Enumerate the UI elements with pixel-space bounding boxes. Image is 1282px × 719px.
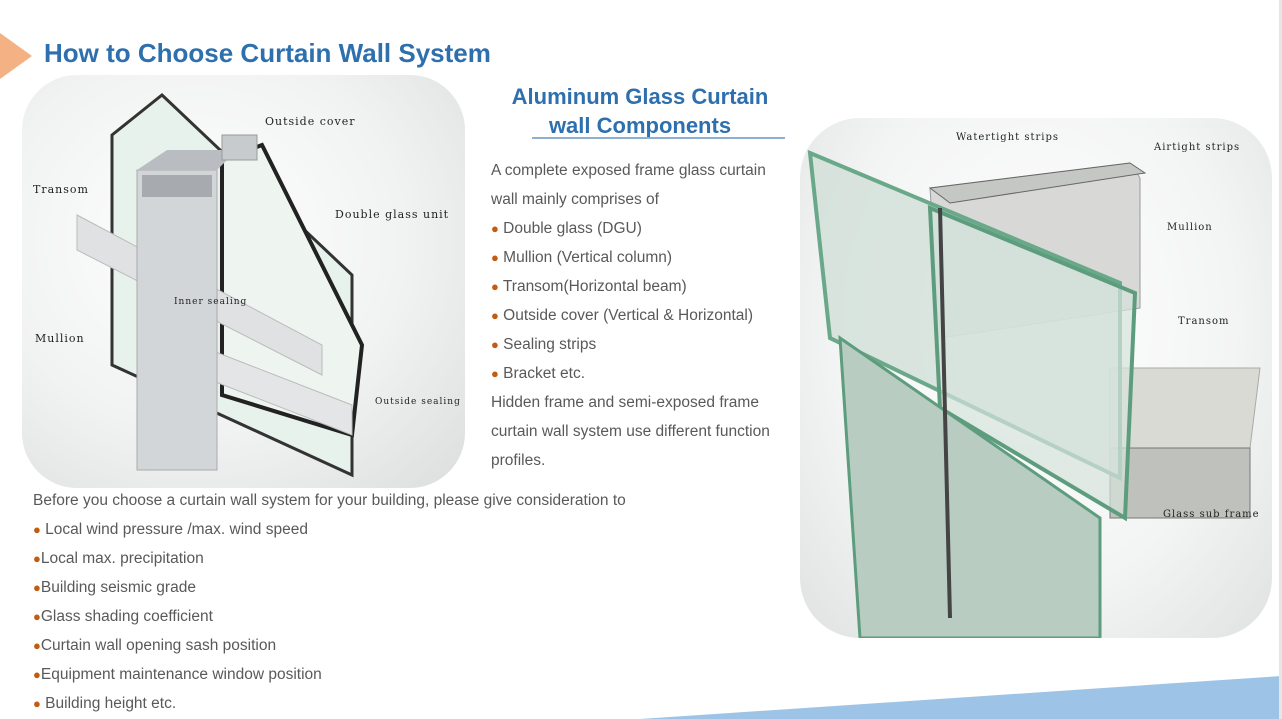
list-item: ●Curtain wall opening sash position [33,637,277,654]
components-heading: Aluminum Glass Curtain wall Components [490,82,790,140]
list-item: ● Mullion (Vertical column) [491,249,673,266]
list-item: ●Glass shading coefficient [33,608,213,625]
bullet-icon: ● [491,250,499,265]
list-item: ● Transom(Horizontal beam) [491,278,687,295]
label-airtight-strips: Airtight strips [1154,142,1241,153]
slide-edge [1279,0,1282,719]
list-item: ●Local max. precipitation [33,550,204,567]
title-arrow-decoration [0,33,32,79]
label-transom: Transom [1178,316,1230,327]
label-outside-cover: Outside cover [265,115,356,128]
bullet-icon: ● [33,696,41,711]
list-item: ●Equipment maintenance window position [33,666,322,683]
components-intro-line2: wall mainly comprises of [491,191,659,208]
curtain-wall-illustration [807,149,1261,638]
components-outro-line1: Hidden frame and semi-exposed frame [491,394,759,411]
list-item: ● Outside cover (Vertical & Horizontal) [491,307,753,324]
components-heading-line2: wall Components [548,113,732,138]
bullet-icon: ● [491,308,499,323]
bullet-icon: ● [491,279,499,294]
label-inner-sealing: Inner sealing [174,297,248,307]
components-outro-line3: profiles. [491,452,546,469]
heading-underline [532,137,785,139]
bullet-icon: ● [33,667,41,682]
curtain-wall-diagram-right: Watertight strips Airtight strips Mullio… [800,118,1272,638]
considerations-intro: Before you choose a curtain wall system … [33,492,626,509]
list-item: ● Building height etc. [33,695,177,712]
page-title: How to Choose Curtain Wall System [44,38,491,68]
components-list: A complete exposed frame glass curtain w… [491,156,770,475]
list-item: ● Double glass (DGU) [491,220,642,237]
label-mullion: Mullion [35,332,85,345]
bullet-icon: ● [491,221,499,236]
label-mullion: Mullion [1167,222,1213,233]
curtain-wall-diagram-left: Outside cover Transom Double glass unit … [22,75,465,488]
curtain-wall-illustration [76,93,365,478]
components-intro-line1: A complete exposed frame glass curtain [491,162,766,179]
components-outro-line2: curtain wall system use different functi… [491,423,770,440]
bullet-icon: ● [491,366,499,381]
bullet-icon: ● [33,551,41,566]
bullet-icon: ● [33,522,41,537]
label-outside-sealing: Outside sealing [375,397,461,407]
list-item: ● Bracket etc. [491,365,586,382]
list-item: ●Building seismic grade [33,579,196,596]
bullet-icon: ● [33,609,41,624]
bullet-icon: ● [33,638,41,653]
label-watertight-strips: Watertight strips [956,132,1060,143]
label-double-glass-unit: Double glass unit [335,208,450,221]
components-heading-line1: Aluminum Glass Curtain [511,84,769,109]
bullet-icon: ● [33,580,41,595]
list-item: ● Local wind pressure /max. wind speed [33,521,308,538]
considerations-list: Before you choose a curtain wall system … [33,486,626,718]
list-item: ● Sealing strips [491,336,597,353]
bullet-icon: ● [491,337,499,352]
label-transom: Transom [33,183,89,196]
label-glass-sub-frame: Glass sub frame [1163,509,1260,520]
